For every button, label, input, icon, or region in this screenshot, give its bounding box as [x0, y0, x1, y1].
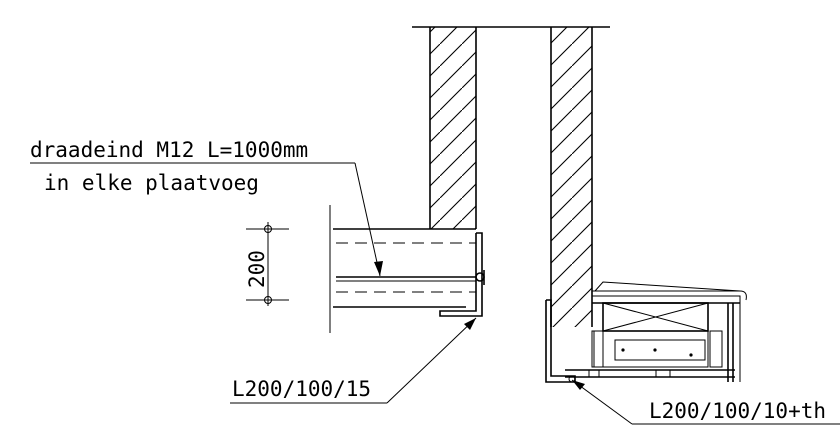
- rod-label-line1: draadeind M12 L=1000mm: [30, 138, 308, 162]
- slab-section: [329, 205, 476, 333]
- rod-leader-line: [30, 162, 383, 277]
- left-wall-section: [429, 27, 477, 229]
- dimension-200: [246, 222, 289, 306]
- right-angle-leader: [571, 379, 840, 425]
- right-wall-section: [550, 27, 593, 327]
- dimension-label: 200: [245, 250, 269, 288]
- right-angle-assembly: [545, 281, 747, 383]
- left-angle-leader: [230, 317, 477, 404]
- right-angle-label: L200/100/10+th: [649, 399, 826, 423]
- left-angle-profile: [439, 232, 485, 317]
- left-angle-label: L200/100/15: [232, 377, 371, 401]
- rod-label-line2: in elke plaatvoeg: [44, 171, 259, 195]
